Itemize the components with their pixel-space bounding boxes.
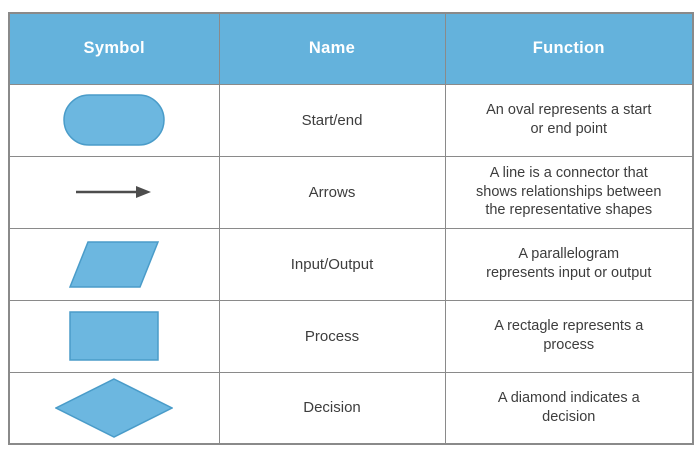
column-header-function: Function — [444, 12, 694, 85]
rectangle-icon — [69, 311, 159, 361]
diamond-icon — [55, 377, 174, 438]
table-row-arrows: Arrows A line is a connector that shows … — [8, 155, 694, 229]
parallelogram-icon — [69, 240, 160, 288]
flowchart-symbols-table: Symbol Name Function Start/end An oval r… — [8, 12, 694, 445]
symbol-function: A rectagle represents a process — [444, 299, 694, 373]
symbol-name: Input/Output — [218, 227, 446, 301]
table-row-decision: Decision A diamond indicates a decision — [8, 371, 694, 445]
column-header-symbol: Symbol — [8, 12, 220, 85]
arrow-icon — [76, 186, 152, 198]
symbol-cell-parallelogram — [8, 227, 220, 301]
symbol-function: An oval represents a start or end point — [444, 83, 694, 157]
table-row-input-output: Input/Output A parallelogram represents … — [8, 227, 694, 301]
symbol-cell-oval — [8, 83, 220, 157]
symbol-function: A parallelogram represents input or outp… — [444, 227, 694, 301]
table-row-process: Process A rectagle represents a process — [8, 299, 694, 373]
symbol-cell-diamond — [8, 371, 220, 445]
column-header-name: Name — [218, 12, 446, 85]
symbol-cell-rectangle — [8, 299, 220, 373]
symbol-function: A diamond indicates a decision — [444, 371, 694, 445]
symbol-name: Process — [218, 299, 446, 373]
table-row-start-end: Start/end An oval represents a start or … — [8, 83, 694, 157]
oval-icon — [63, 94, 165, 146]
symbol-function: A line is a connector that shows relatio… — [444, 155, 694, 229]
symbol-name: Decision — [218, 371, 446, 445]
symbol-cell-arrow — [8, 155, 220, 229]
header-row: Symbol Name Function — [8, 12, 694, 85]
symbol-name: Arrows — [218, 155, 446, 229]
symbol-name: Start/end — [218, 83, 446, 157]
